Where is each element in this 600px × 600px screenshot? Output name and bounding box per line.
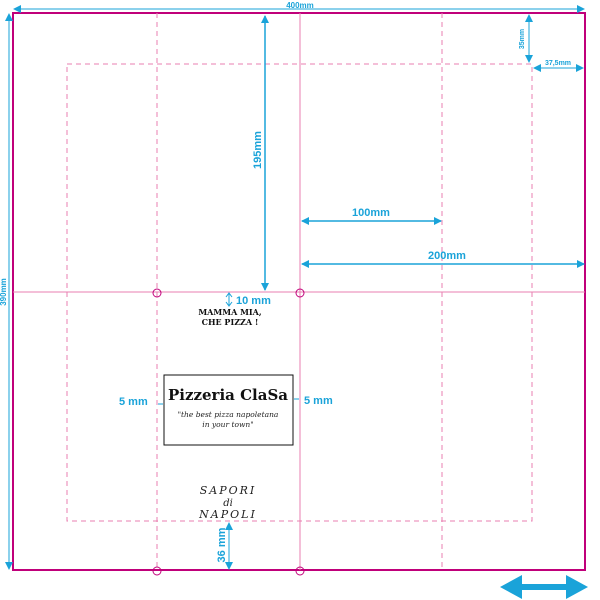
- slogan-line1: MAMMA MIA,: [198, 307, 262, 317]
- registration-mark: [295, 566, 305, 576]
- slogan-line2: CHE PIZZA !: [202, 317, 259, 327]
- dim-logo-left-label: 5 mm: [119, 396, 148, 408]
- double-arrow-icon: [500, 575, 588, 599]
- dim-top-offset-label: 35mm: [519, 29, 526, 49]
- logo-tagline-line1: "the best pizza napoletana: [178, 410, 279, 419]
- registration-mark: [152, 288, 162, 298]
- dim-logo-right-label: 5 mm: [304, 395, 333, 407]
- registration-mark: [295, 288, 305, 298]
- dim-width-label: 400mm: [286, 1, 314, 10]
- logo-title: Pizzeria ClaSa: [168, 386, 288, 404]
- dim-height-label: 390mm: [0, 278, 8, 306]
- signature-line1: SAPORI: [200, 484, 257, 497]
- logo-box: [163, 374, 294, 446]
- registration-mark: [152, 566, 162, 576]
- dim-full-half-label: 200mm: [428, 250, 466, 262]
- dim-bottom-gap-label: 36 mm: [216, 527, 228, 562]
- signature-line3: NAPOLI: [198, 508, 257, 521]
- logo-tagline-line2: in your town": [202, 420, 253, 429]
- signature-line2: di: [223, 498, 233, 509]
- dim-slogan-gap-label: 10 mm: [236, 295, 271, 307]
- dim-vertical-center-label: 195mm: [252, 131, 264, 169]
- dim-right-offset-label: 37,5mm: [545, 60, 571, 67]
- dim-half-panel-label: 100mm: [352, 207, 390, 219]
